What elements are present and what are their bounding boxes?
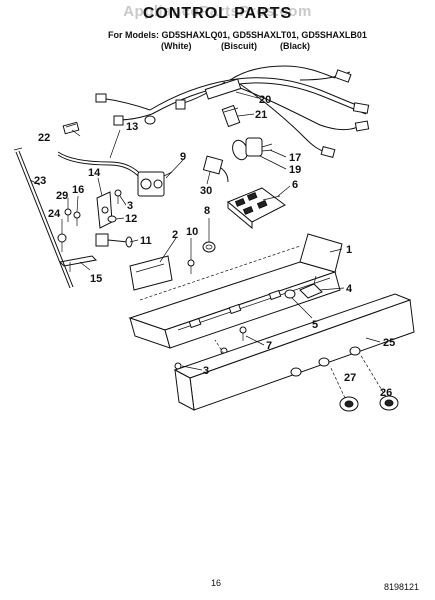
- callout-8: 8: [204, 205, 210, 217]
- bracket-2: [129, 255, 173, 291]
- callout-26: 26: [380, 387, 392, 399]
- callout-3-lower: 3: [203, 365, 209, 377]
- knob-27: [329, 365, 359, 412]
- callout-2: 2: [172, 229, 178, 241]
- callout-19: 19: [289, 164, 301, 176]
- connector-21: [221, 104, 241, 128]
- callout-27: 27: [344, 372, 356, 384]
- variant-black: (Black): [280, 41, 311, 51]
- callout-25: 25: [383, 337, 395, 349]
- callout-17: 17: [289, 152, 301, 164]
- callout-3-upper: 3: [127, 200, 133, 212]
- document-number: 8198121: [384, 582, 420, 592]
- callout-30: 30: [200, 185, 212, 197]
- screws-3-lower: [174, 339, 228, 370]
- knob-26: [359, 353, 399, 411]
- callout-9: 9: [180, 151, 186, 163]
- variant-white: (White): [161, 41, 192, 51]
- callout-23: 23: [34, 175, 46, 187]
- part-5: [284, 289, 296, 299]
- grommet-8: [202, 241, 216, 253]
- callout-1: 1: [346, 244, 352, 256]
- lever-15: [58, 255, 98, 272]
- callout-14: 14: [88, 167, 101, 179]
- tube-13: [57, 151, 147, 183]
- callout-6: 6: [292, 179, 298, 191]
- callout-29: 29: [56, 190, 68, 202]
- callout-5: 5: [312, 319, 318, 331]
- callout-20b: 20: [259, 94, 271, 106]
- callout-11: 11: [140, 235, 152, 247]
- models-line: For Models: GD5SHAXLQ01, GD5SHAXLT01, GD…: [108, 30, 367, 40]
- callout-15: 15: [90, 273, 102, 285]
- callout-12: 12: [125, 213, 137, 225]
- control-panel-25: [173, 293, 415, 411]
- control-housing-1: [128, 233, 343, 349]
- switch-30: [202, 155, 229, 183]
- screw-7: [239, 326, 247, 341]
- thermostat-9: [137, 171, 173, 197]
- screw-29: [64, 208, 72, 222]
- leader-lines: [29, 91, 381, 371]
- callout-22: 22: [38, 132, 50, 144]
- control-board-6: [227, 187, 286, 230]
- wire-harness: [95, 65, 370, 159]
- part-4: [299, 275, 323, 299]
- variant-biscuit: (Biscuit): [221, 41, 257, 51]
- callout-4: 4: [346, 283, 353, 295]
- clip-22: [62, 121, 80, 135]
- callout-21: 21: [255, 109, 267, 121]
- light-socket-17: [232, 137, 273, 161]
- callout-10: 10: [186, 226, 198, 238]
- page-title: CONTROL PARTS: [142, 5, 293, 22]
- page-number: 16: [211, 578, 222, 588]
- watermark: AppliancePartsPros.com: [123, 3, 312, 20]
- shaft-11: [95, 233, 133, 248]
- rod-23: [13, 147, 74, 289]
- screw-3-upper: [114, 189, 122, 204]
- callout-7: 7: [266, 340, 272, 352]
- callout-24: 24: [48, 208, 61, 220]
- callout-16: 16: [72, 184, 84, 196]
- callout-13: 13: [126, 121, 138, 133]
